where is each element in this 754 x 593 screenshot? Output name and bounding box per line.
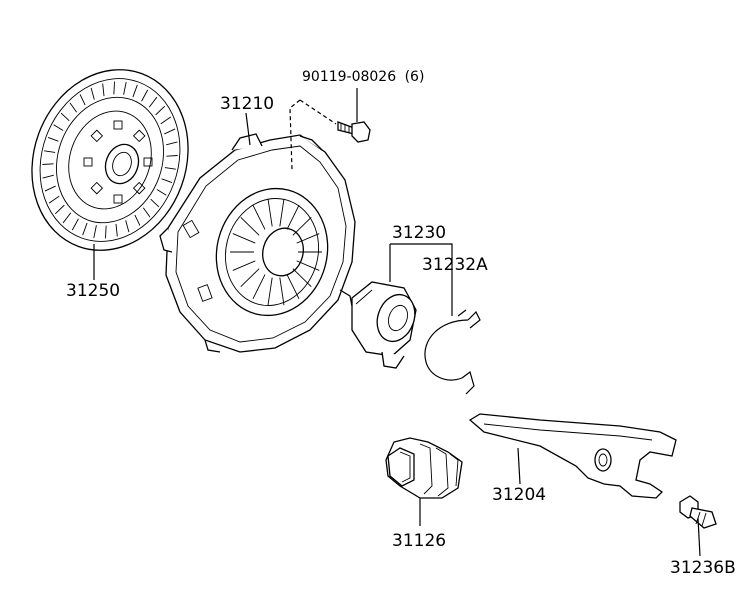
part-qty-90119-08026: (6) [405, 69, 425, 85]
part-label-31250: 31250 [66, 281, 120, 301]
release-bearing-illustration [351, 281, 417, 369]
leader-31236B [697, 517, 701, 557]
clip-spring-illustration [424, 309, 481, 395]
leader-31210 [245, 112, 251, 146]
part-label-90119-08026: 90119-08026 [302, 69, 396, 85]
part-label-31230: 31230 [392, 223, 446, 243]
leader-31230-clip [390, 243, 453, 316]
pivot-bolt-illustration [679, 495, 717, 529]
clutch-disc-illustration [31, 69, 189, 251]
clutch-cover-illustration [159, 133, 356, 353]
release-fork-illustration [468, 413, 677, 499]
part-label-31210: 31210 [220, 94, 274, 114]
leader-31204 [517, 447, 521, 485]
svg-text:90119-08026 (6): 90119-08026 (6) [302, 69, 424, 85]
part-label-31236B: 31236B [670, 558, 736, 578]
release-fork-boot-illustration [385, 437, 463, 499]
part-label-31232A: 31232A [422, 255, 488, 275]
part-label-31204: 31204 [492, 485, 546, 505]
part-label-31126: 31126 [392, 531, 446, 551]
bolt-illustration [337, 121, 371, 143]
